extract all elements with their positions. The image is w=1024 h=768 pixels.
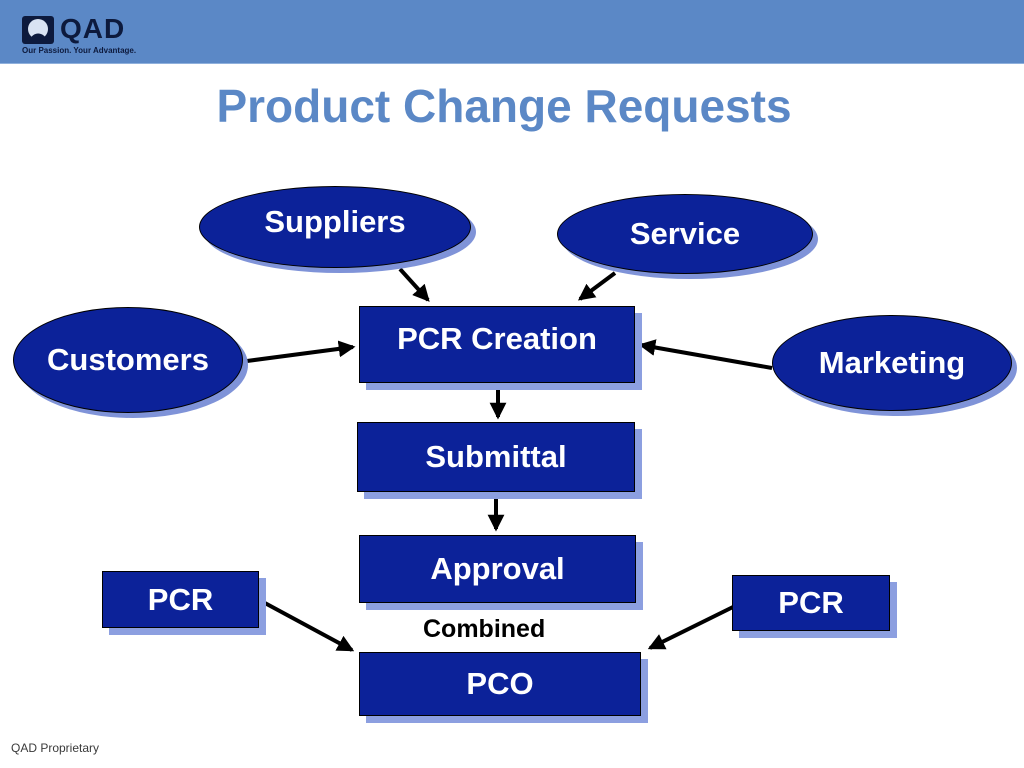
- suppliers-node: Suppliers: [199, 186, 471, 268]
- pco-node: PCO: [359, 652, 641, 716]
- pcr-right-node: PCR: [732, 575, 890, 631]
- marketing-node: Marketing: [772, 315, 1012, 411]
- approval-node: Approval: [359, 535, 636, 603]
- arrow-right-pcr-to-pco: [647, 605, 734, 650]
- service-node: Service: [557, 194, 813, 274]
- pcr-creation-node: PCR Creation: [359, 306, 635, 383]
- arrow-service-to-pcr-creation: [577, 271, 617, 301]
- customers-node: Customers: [13, 307, 243, 413]
- combined-label: Combined: [423, 615, 546, 643]
- arrow-customers-to-pcr-creation: [246, 340, 356, 363]
- arrow-suppliers-to-pcr-creation: [398, 267, 430, 302]
- arrow-marketing-to-pcr-creation: [638, 339, 773, 370]
- logo-tagline: Our Passion. Your Advantage.: [22, 46, 137, 55]
- submittal-node: Submittal: [357, 422, 635, 492]
- logo-wordmark: QAD: [60, 13, 126, 44]
- header-band: QAD Our Passion. Your Advantage.: [0, 0, 1024, 64]
- qad-logo-icon: [22, 16, 54, 44]
- pcr-left-node: PCR: [102, 571, 259, 628]
- slide-title: Product Change Requests: [216, 80, 792, 132]
- footer-text: QAD Proprietary: [11, 741, 100, 755]
- qad-logo: QAD Our Passion. Your Advantage.: [21, 13, 156, 59]
- arrow-left-pcr-to-pco: [262, 600, 355, 652]
